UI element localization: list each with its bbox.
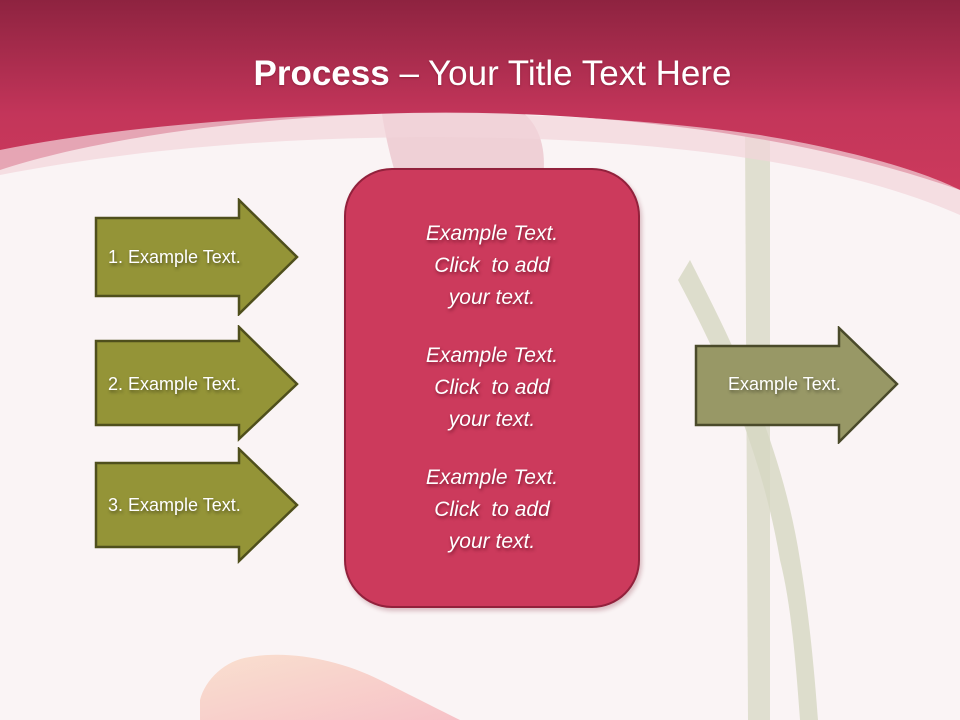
stem-decoration	[678, 260, 818, 720]
text-line: Click to add	[434, 254, 550, 277]
petal-decoration	[200, 654, 460, 720]
text-line: Click to add	[434, 376, 550, 399]
arrow-label: 3. Example Text.	[108, 494, 241, 515]
output-arrow[interactable]: Example Text.	[694, 326, 900, 444]
input-arrow-2[interactable]: 2. Example Text.	[94, 325, 300, 443]
arrow-label: Example Text.	[728, 373, 841, 394]
header-swoosh	[0, 113, 960, 215]
arrow-right-shape	[94, 447, 299, 564]
text-line: Example Text.	[425, 344, 559, 367]
title-bold: Process	[253, 54, 390, 93]
arrow-right-shape	[94, 325, 299, 442]
header-band	[0, 0, 960, 190]
text-line: your text.	[448, 286, 536, 309]
process-text-block-2[interactable]: Example Text. Click to add your text.	[426, 340, 558, 436]
text-line: your text.	[448, 530, 536, 553]
text-line: Example Text.	[425, 222, 559, 245]
process-text-block-3[interactable]: Example Text. Click to add your text.	[426, 462, 558, 558]
title-rest: – Your Title Text Here	[389, 54, 732, 93]
slide-title: Process – Your Title Text Here	[0, 52, 960, 96]
arrow-right-shape	[694, 326, 899, 444]
input-arrow-1[interactable]: 1. Example Text.	[94, 198, 300, 316]
input-arrow-3[interactable]: 3. Example Text.	[94, 447, 300, 565]
process-text-block-1[interactable]: Example Text. Click to add your text.	[426, 218, 558, 314]
arrow-label: 1. Example Text.	[108, 246, 241, 267]
text-line: Example Text.	[425, 466, 559, 489]
text-line: Click to add	[434, 498, 550, 521]
arrow-right-shape	[94, 198, 299, 316]
process-box[interactable]: Example Text. Click to add your text. Ex…	[344, 168, 640, 608]
arrow-label: 2. Example Text.	[108, 373, 241, 394]
text-line: your text.	[448, 408, 536, 431]
